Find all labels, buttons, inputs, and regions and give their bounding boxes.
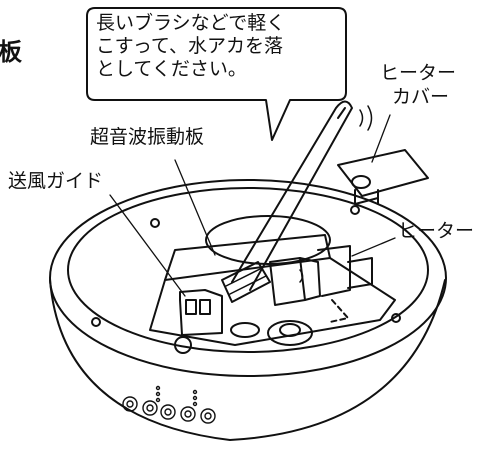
leader-air-guide (109, 194, 186, 297)
leader-ultrasonic (174, 159, 216, 256)
callout-line-1: 長いブラシなどで軽く (96, 12, 286, 34)
control-panel (122, 385, 216, 424)
brush-handle (231, 100, 353, 291)
callout-line-2: こすって、水アカを落 (96, 35, 283, 57)
callout-line-3: としてください。 (96, 58, 247, 80)
leader-heater-cover (371, 114, 391, 163)
ultrasonic-plate (205, 215, 331, 265)
bowl-rim-inner (67, 187, 429, 353)
air-guide-part (179, 289, 223, 336)
heater-cover-part (337, 149, 429, 197)
label-heater-cover-1: ヒーター (380, 62, 457, 84)
brush-head (221, 261, 271, 303)
heater-part (317, 245, 351, 297)
label-heater-cover-2: カバー (392, 86, 450, 108)
callout-text: 長いブラシなどで軽く こすって、水アカを落 としてください。 (96, 12, 285, 81)
section-title-fragment: 板 (0, 38, 22, 66)
leader-heater (351, 237, 396, 257)
center-cap (267, 320, 313, 346)
label-heater: ヒーター (398, 220, 475, 242)
callout-balloon (86, 7, 347, 141)
bowl-rim-outer (49, 179, 447, 377)
label-air-guide: 送風ガイド (8, 170, 104, 192)
bowl-body (49, 279, 446, 441)
label-ultrasonic-plate: 超音波振動板 (90, 126, 205, 148)
